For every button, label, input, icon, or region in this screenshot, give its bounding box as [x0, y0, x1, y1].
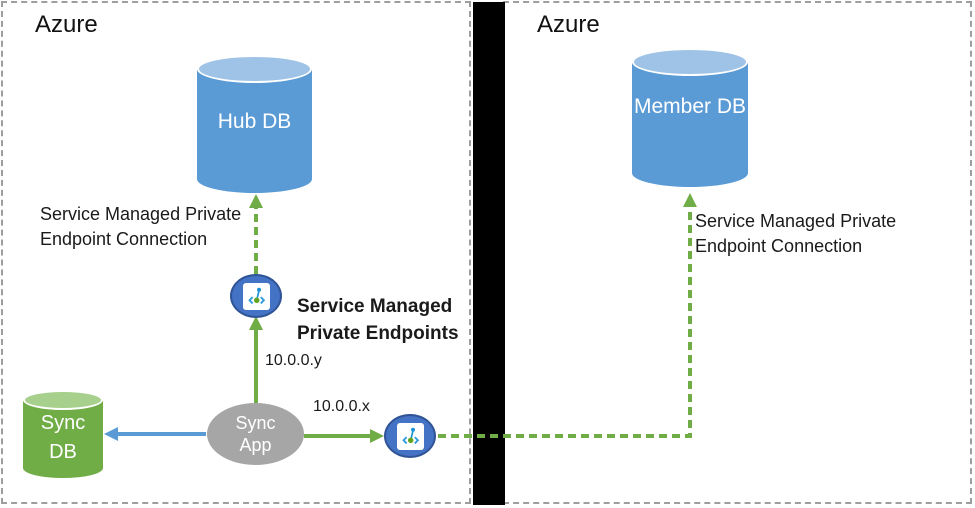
member-db-cylinder-top	[632, 48, 748, 76]
sync-db-cylinder-top	[23, 390, 103, 410]
private-endpoint-icon	[242, 282, 270, 310]
sync-db-label: Sync DB	[23, 409, 103, 467]
hub-connection-label: Service Managed Private Endpoint Connect…	[40, 202, 241, 252]
member-db-label-line1: Member	[633, 95, 711, 118]
sync-app-node: Sync App	[207, 403, 304, 465]
member-db-node: Member DB	[632, 48, 748, 187]
member-db-cylinder-body	[632, 62, 748, 187]
private-endpoint-glyph	[401, 427, 419, 444]
hub-db-cylinder-body	[197, 69, 312, 193]
private-endpoint-glyph	[247, 287, 265, 304]
service-managed-private-endpoints-title: Service Managed Private Endpoints	[297, 293, 459, 347]
member-connection-label: Service Managed Private Endpoint Connect…	[695, 209, 896, 259]
member-connection-label-line1: Service Managed Private	[695, 211, 897, 231]
sync-db-node: Sync DB	[23, 390, 103, 478]
member-db-label: Member DB	[632, 92, 748, 121]
private-endpoint-hub	[230, 274, 282, 318]
azure-region-right-label: Azure	[537, 11, 600, 38]
sync-app-label: Sync App	[235, 412, 275, 456]
sync-db-label-line1: Sync	[40, 412, 86, 434]
member-db-label-line2: DB	[716, 95, 747, 118]
ip-address-hub-endpoint: 10.0.0.y	[265, 352, 322, 369]
sync-db-cylinder-body	[23, 400, 103, 478]
member-connection-label-line2: Endpoint Connection	[695, 236, 863, 256]
sync-app-label-line1: Sync	[235, 413, 276, 433]
hub-connection-label-line2: Endpoint Connection	[40, 229, 208, 249]
hub-db-node: Hub DB	[197, 55, 312, 193]
hub-connection-label-line1: Service Managed Private	[40, 204, 242, 224]
ip-address-member-endpoint: 10.0.0.x	[313, 398, 370, 415]
sync-db-label-line2: DB	[49, 441, 77, 463]
private-endpoint-member	[384, 414, 436, 458]
sync-app-label-line2: App	[239, 435, 272, 455]
endpoints-title-line1: Service Managed	[297, 296, 453, 317]
network-boundary-divider	[473, 2, 505, 505]
hub-db-label: Hub DB	[217, 110, 292, 133]
private-endpoint-icon	[396, 422, 424, 450]
azure-region-left-label: Azure	[35, 11, 98, 38]
endpoints-title-line2: Private Endpoints	[297, 323, 459, 344]
hub-db-cylinder-top	[197, 55, 312, 83]
